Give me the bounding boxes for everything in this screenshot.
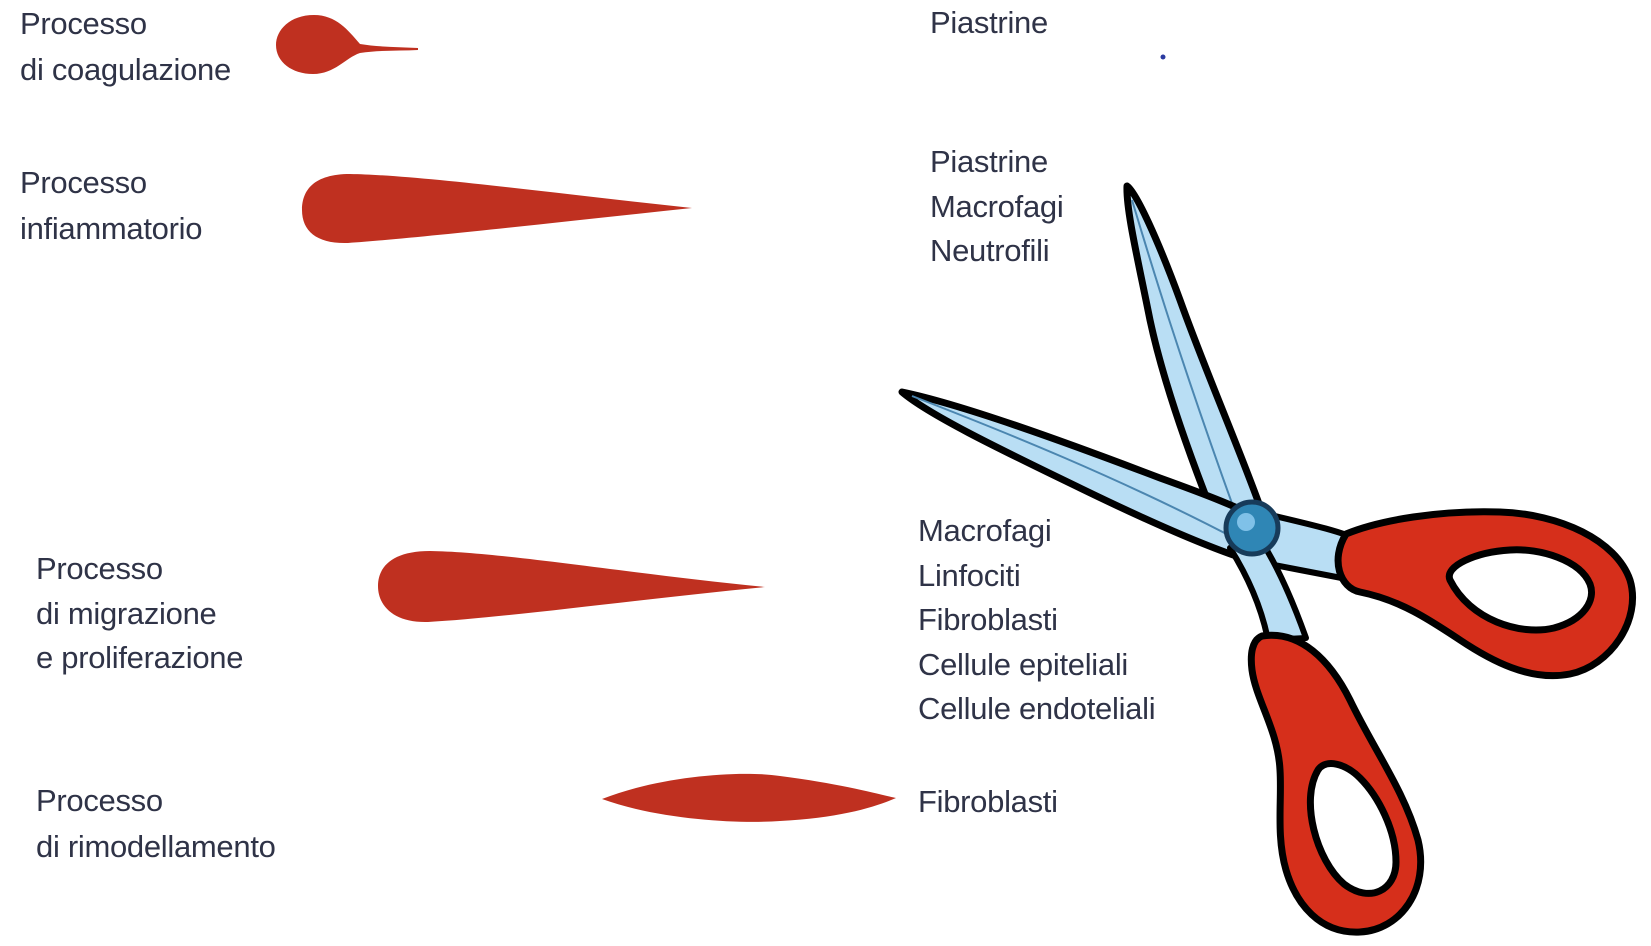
label-line: Processo [20, 1, 231, 47]
inflammatory-phase-label: Processo infiammatorio [20, 160, 202, 252]
label-line: Processo [36, 547, 243, 592]
proliferation-phase-shape [378, 551, 765, 622]
inflammatory-phase-shape [302, 174, 692, 243]
coagulation-phase-label: Processo di coagulazione [20, 1, 231, 93]
label-line: di rimodellamento [36, 824, 276, 870]
label-line: di migrazione [36, 592, 243, 637]
label-line: di coagulazione [20, 47, 231, 93]
coagulation-cell-list: Piastrine [930, 1, 1048, 46]
scissors-right-handle [1338, 512, 1632, 676]
remodeling-phase-label: Processo di rimodellamento [36, 778, 276, 870]
label-line: Processo [20, 160, 202, 206]
scissors-lower-handle [1251, 635, 1420, 932]
platelet-dot [1161, 55, 1166, 60]
coagulation-phase-shape [276, 15, 418, 74]
proliferation-phase-label: Processo di migrazione e proliferazione [36, 547, 243, 681]
label-line: Processo [36, 778, 276, 824]
scissors-icon [890, 178, 1651, 946]
cell-type: Piastrine [930, 1, 1048, 46]
remodeling-phase-shape [602, 774, 896, 822]
label-line: infiammatorio [20, 206, 202, 252]
label-line: e proliferazione [36, 636, 243, 681]
